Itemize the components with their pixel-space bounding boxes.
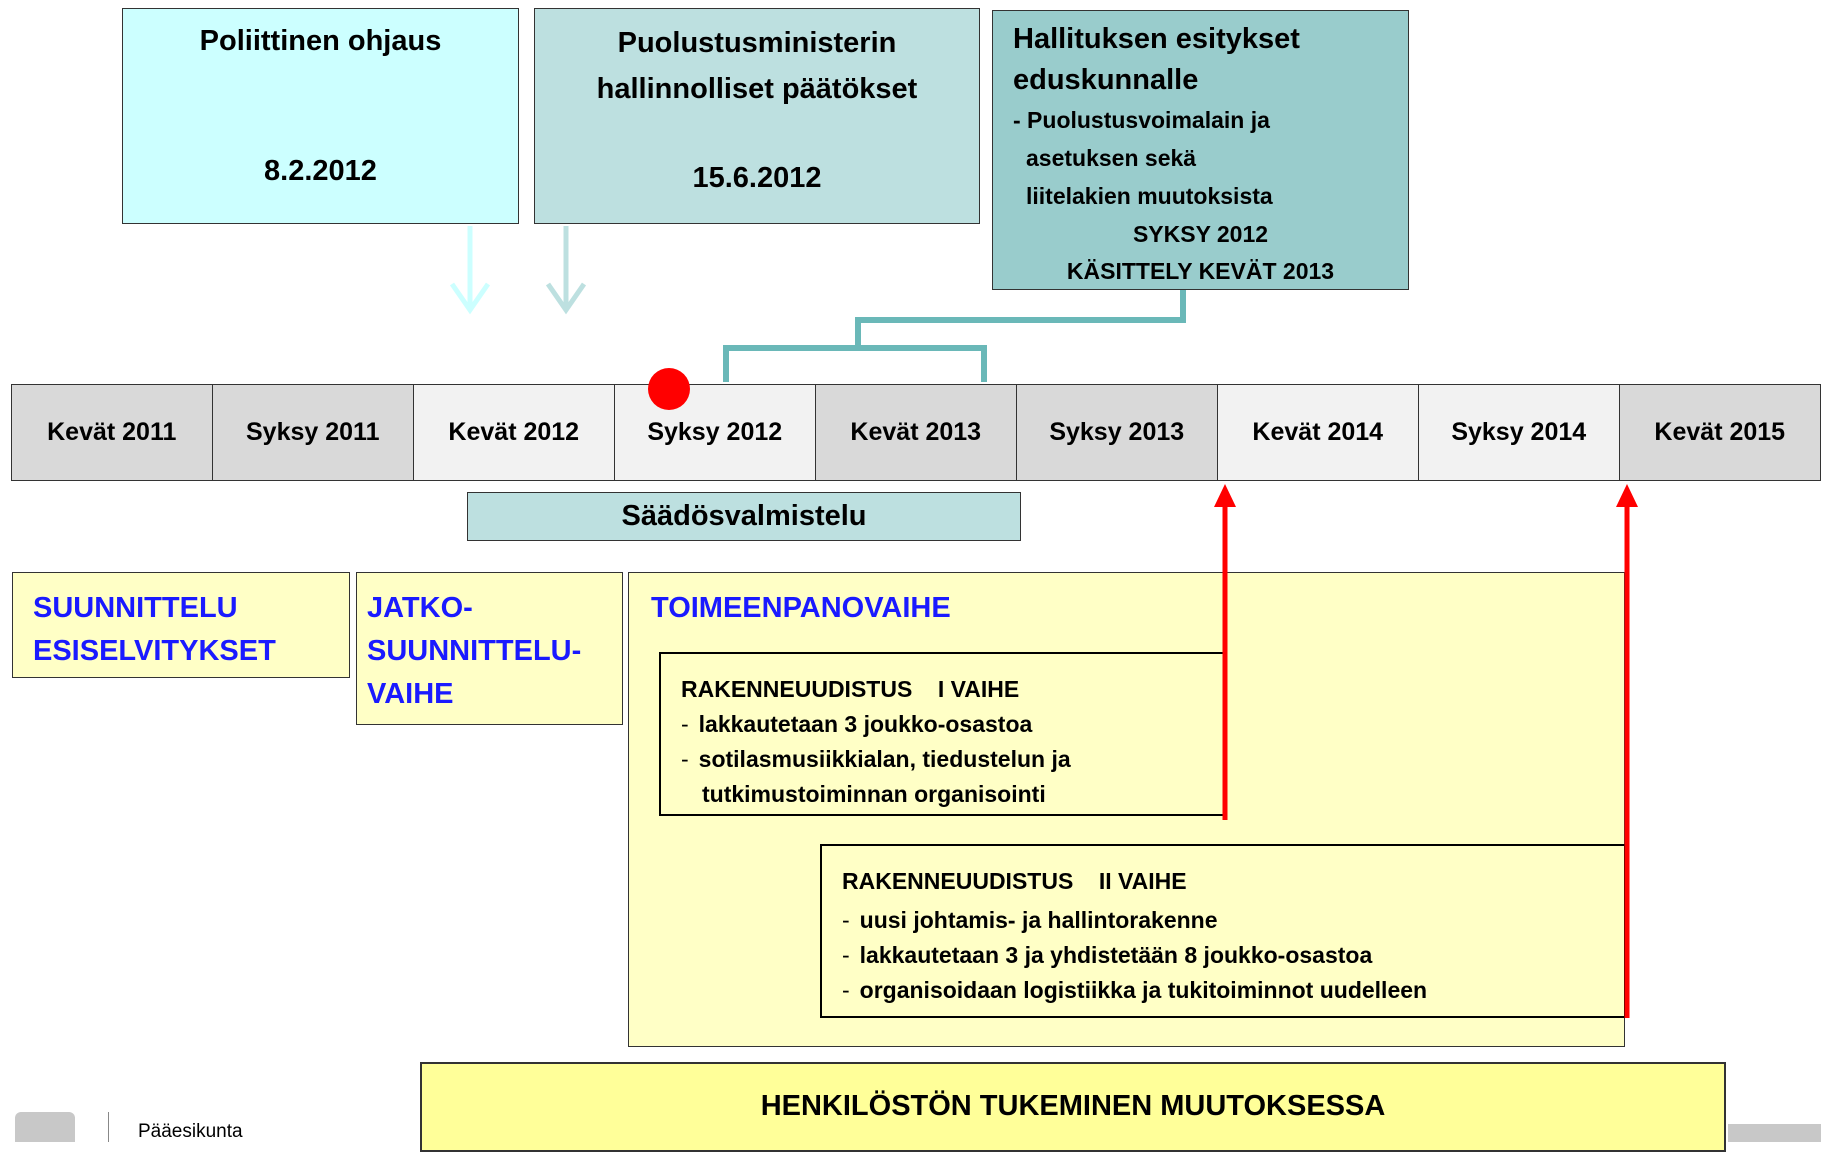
arrow-down-icon <box>548 226 584 310</box>
bracket-connector <box>726 290 1183 382</box>
arrow-up-icon <box>1616 484 1638 1018</box>
arrow-down-icon <box>452 226 488 310</box>
arrow-up-icon <box>1214 484 1236 820</box>
current-time-marker <box>648 368 690 410</box>
